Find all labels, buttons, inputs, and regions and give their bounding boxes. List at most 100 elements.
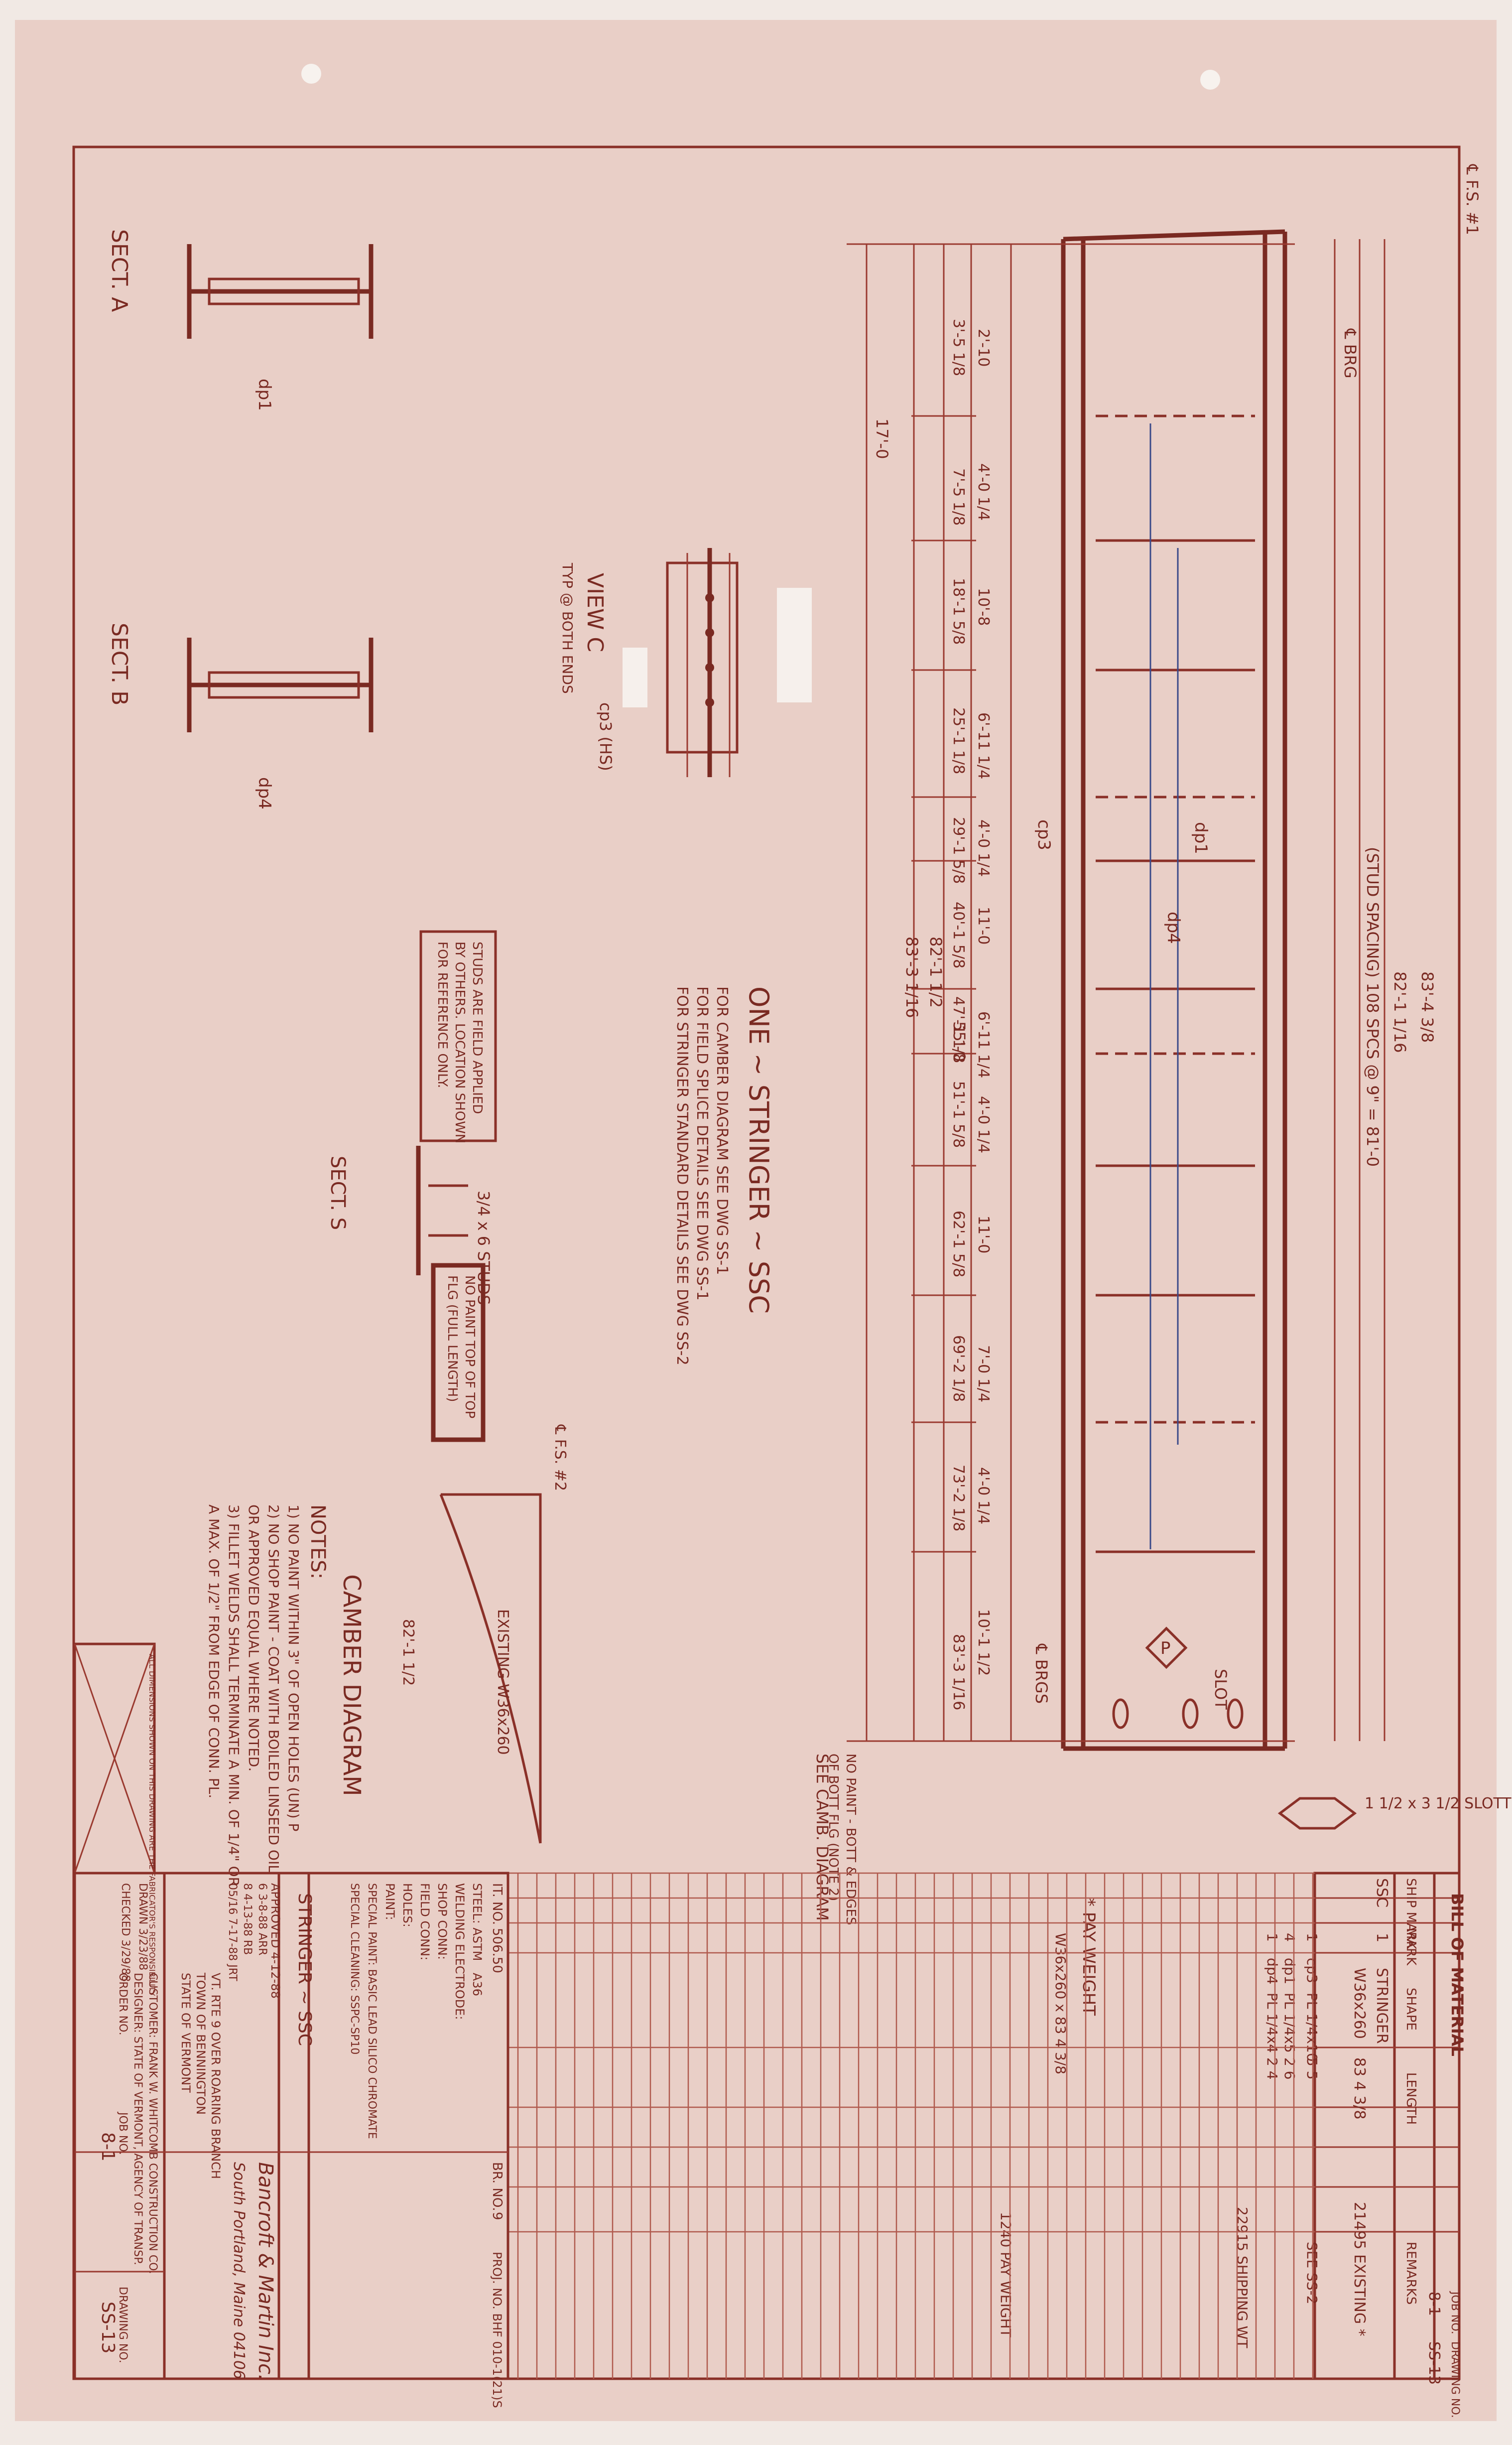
svg-text:PL 1/4x10: PL 1/4x10: [1304, 1993, 1320, 2062]
stud-spacing-text: (STUD SPACING) 108 SPCS @ 9" = 81'-0: [1363, 847, 1382, 1167]
svg-text:Bancroft & Martin Inc.: Bancroft & Martin Inc.: [254, 2162, 277, 2381]
view-c-detail: VIEW C TYP @ BOTH ENDS cp3 (HS): [559, 548, 812, 777]
dp4-label: dp4: [1163, 912, 1183, 944]
svg-text:SPECIAL PAINT: BASIC LEAD SILI: SPECIAL PAINT: BASIC LEAD SILICO CHROMAT…: [366, 1883, 378, 2139]
dim-bottom-1: 82'-1 1/2: [926, 937, 945, 1008]
svg-text:CHECKED 3/29/88: CHECKED 3/29/88: [119, 1883, 131, 1982]
svg-text:DESIGNER: STATE OF VERMONT, AG: DESIGNER: STATE OF VERMONT, AGENCY OF TR…: [131, 1973, 144, 2265]
svg-text:4: 4: [1281, 1933, 1298, 1942]
svg-text:HOLES:: HOLES:: [400, 1883, 414, 1927]
bom-job-no: 8-1: [1425, 2292, 1443, 2316]
svg-text:SPECIAL CLEANING: SSPC-SP10: SPECIAL CLEANING: SSPC-SP10: [348, 1883, 361, 2054]
note-1: FOR CAMBER DIAGRAM SEE DWG SS-1: [713, 986, 731, 1275]
bom-drawing-no-label: DRAWING NO.: [1449, 2341, 1461, 2418]
slotted-hole: [1227, 1698, 1244, 1729]
view-c-label: VIEW C: [582, 573, 608, 652]
studs-note-box: STUDS ARE FIELD APPLIED BY OTHERS. LOCAT…: [419, 930, 497, 1143]
svg-text:STEEL: ASTM: STEEL: ASTM: [470, 1883, 484, 1961]
sect-a-label: SECT. A: [107, 229, 132, 312]
bom-header: BILL OF MATERIAL: [1448, 1893, 1467, 2056]
notes-title: NOTES:: [306, 1504, 329, 1579]
pos-8: 62'-1 5/8: [950, 1211, 967, 1277]
section-a: SECT. A dp1: [107, 229, 374, 411]
svg-text:83 4 3/8: 83 4 3/8: [1351, 2057, 1368, 2120]
view-c-sub: TYP @ BOTH ENDS: [559, 562, 576, 694]
svg-text:NO PAINT - BOTT & EDGES: NO PAINT - BOTT & EDGES: [843, 1754, 858, 1925]
spacing-8: 11'-0: [975, 1216, 992, 1253]
stiffener-position-labels: 3'-5 1/8 7'-5 1/8 18'-1 5/8 25'-1 1/8 29…: [950, 319, 967, 1710]
svg-text:DRAWING NO.: DRAWING NO.: [117, 2287, 129, 2363]
dp1-label: dp1: [1191, 822, 1211, 854]
svg-text:LENGTH: LENGTH: [1403, 2072, 1418, 2125]
svg-text:REMARKS: REMARKS: [1403, 2242, 1418, 2305]
pos-0: 3'-5 1/8: [950, 319, 967, 376]
drawing-title: ONE ~ STRINGER ~ SSC: [743, 986, 774, 1314]
pos-11: 83'-3 1/16: [950, 1634, 967, 1710]
svg-text:SEE SS-2: SEE SS-2: [1304, 2242, 1320, 2305]
svg-text:BR. NO.: BR. NO.: [490, 2162, 504, 2211]
svg-text:SS-13: SS-13: [98, 2302, 118, 2354]
pos-9: 69'-2 1/8: [950, 1335, 967, 1402]
bill-of-material: BILL OF MATERIAL JOB NO. 8-1 SS-13 DRAWI…: [998, 1872, 1467, 2418]
camber-span: 82'-1 1/2: [399, 1619, 417, 1686]
title-block: IT. NO. 506.50 BR. NO. 9 PROJ. NO. BHF 0…: [73, 1872, 509, 2408]
paint-symbol: P: [1145, 1627, 1188, 1669]
camber-diagram: CAMBER DIAGRAM EXISTING W36x260 ℄ F.S. #…: [338, 1424, 569, 1844]
pos-6: 47'-1 1/8: [950, 996, 967, 1063]
sect-b-label: SECT. B: [107, 623, 132, 705]
spacing-1: 4'-0 1/4: [975, 463, 992, 521]
spacing-3: 6'-11 1/4: [975, 712, 992, 779]
svg-text:STATE OF VERMONT: STATE OF VERMONT: [179, 1973, 193, 2093]
note-2: FOR FIELD SPLICE DETAILS SEE DWG SS-1: [693, 986, 711, 1301]
svg-text:TOWN OF BENNINGTON: TOWN OF BENNINGTON: [194, 1972, 208, 2115]
cl-fs-1: ℄ F.S. #1: [1463, 164, 1482, 235]
svg-text:21495 EXISTING *: 21495 EXISTING *: [1351, 2202, 1368, 2336]
svg-text:2) NO SHOP PAINT - COAT WITH B: 2) NO SHOP PAINT - COAT WITH BOILED LINS…: [265, 1504, 282, 1873]
camber-label: EXISTING W36x260: [494, 1609, 511, 1755]
notes-block: NOTES: 1) NO PAINT WITHIN 3" OF OPEN HOL…: [206, 1504, 329, 1887]
spacing-10: 4'-0 1/4: [975, 1467, 992, 1524]
svg-text:STRINGER: STRINGER: [1373, 1968, 1390, 2044]
svg-text:APPROVED 4-12-88: APPROVED 4-12-88: [268, 1883, 282, 1999]
svg-text:PL 1/4x5: PL 1/4x5: [1281, 1993, 1298, 2053]
svg-text:2 6: 2 6: [1281, 2057, 1298, 2080]
spacing-5: 11'-0: [975, 907, 992, 945]
dim-bottom-3: 55'-0: [950, 1021, 969, 1062]
svg-text:2 4: 2 4: [1264, 2057, 1280, 2080]
svg-text:SHOP CONN:: SHOP CONN:: [435, 1883, 449, 1960]
svg-text:9: 9: [490, 2212, 504, 2220]
no-paint-bottom: NO PAINT - BOTT & EDGES OF BOTT FLG (NOT…: [826, 1754, 858, 1925]
svg-text:cp3: cp3: [1304, 1958, 1320, 1983]
pos-2: 18'-1 5/8: [950, 578, 967, 645]
svg-text:dp4: dp4: [1264, 1958, 1280, 1984]
svg-text:IT. NO.: IT. NO.: [490, 1883, 504, 1925]
svg-text:5 5: 5 5: [1304, 2057, 1320, 2080]
camber-fs2: ℄ F.S. #2: [551, 1424, 569, 1491]
pos-4: 29'-1 5/8: [950, 817, 967, 884]
punch-hole-right: [1200, 70, 1220, 90]
svg-text:1240 PAY WEIGHT: 1240 PAY WEIGHT: [998, 2212, 1014, 2338]
svg-text:JOB NO.: JOB NO.: [117, 2111, 129, 2155]
svg-text:OR APPROVED EQUAL WHERE NOTED.: OR APPROVED EQUAL WHERE NOTED.: [246, 1504, 262, 1771]
svg-text:ALL DIMENSIONS SHOWN ON THIS D: ALL DIMENSIONS SHOWN ON THIS DRAWING ARE…: [147, 1654, 157, 1996]
stiffener-spacing-labels: 2'-10 4'-0 1/4 10'-8 6'-11 1/4 4'-0 1/4 …: [975, 329, 992, 1676]
paper: [15, 20, 1497, 2421]
svg-text:cp3 (HS): cp3 (HS): [596, 702, 615, 771]
svg-text:STUDS ARE FIELD APPLIED: STUDS ARE FIELD APPLIED: [470, 942, 485, 1114]
pos-3: 25'-1 1/8: [950, 707, 967, 774]
svg-text:SSC: SSC: [1373, 1878, 1390, 1907]
svg-text:1: 1: [1264, 1933, 1280, 1942]
svg-text:6 3-8-88 ARR: 6 3-8-88 ARR: [256, 1883, 268, 1955]
bom-row-lines: [517, 1873, 1314, 2379]
svg-text:FLG (FULL LENGTH): FLG (FULL LENGTH): [445, 1275, 460, 1402]
svg-text:3) FILLET WELDS SHALL TERMINAT: 3) FILLET WELDS SHALL TERMINATE A MIN. O…: [226, 1504, 242, 1887]
svg-text:FOR REFERENCE ONLY.: FOR REFERENCE ONLY.: [435, 942, 450, 1088]
svg-text:P: P: [1160, 1638, 1171, 1658]
svg-text:1) NO PAINT WITHIN 3" OF OPEN: 1) NO PAINT WITHIN 3" OF OPEN HOLES (UN)…: [285, 1504, 302, 1831]
pos-7: 51'-1 5/8: [950, 1081, 967, 1148]
svg-text:8-1: 8-1: [98, 2132, 118, 2162]
bom-job-no-label: JOB NO.: [1449, 2291, 1461, 2334]
svg-text:A MAX. OF 1/2" FROM EDGE OF CO: A MAX. OF 1/2" FROM EDGE OF CONN. PL.: [206, 1504, 222, 1798]
svg-text:1: 1: [1304, 1933, 1320, 1942]
svg-text:05/16 7-17-88 JRT: 05/16 7-17-88 JRT: [226, 1883, 239, 1981]
